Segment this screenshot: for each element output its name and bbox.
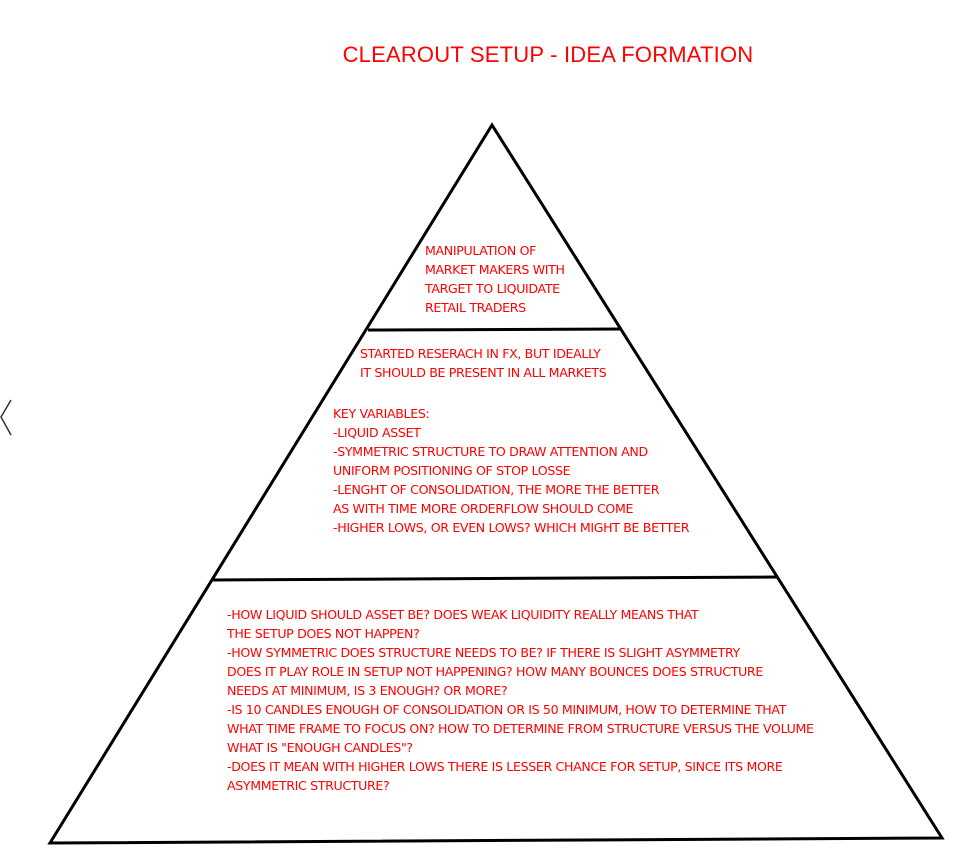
text-line: AS WITH TIME MORE ORDERFLOW SHOULD COME	[333, 501, 634, 516]
tier-top-text: MANIPULATION OF MARKET MAKERS WITH TARGET …	[425, 241, 565, 317]
text-line: -HIGHER LOWS, OR EVEN LOWS? WHICH MIGHT …	[333, 520, 690, 535]
text-line: -HOW SYMMETRIC DOES STRUCTURE NEEDS TO B…	[227, 645, 740, 660]
text-line: UNIFORM POSITIONING OF STOP LOSSE	[333, 463, 571, 478]
text-line: -LIQUID ASSET	[333, 425, 421, 440]
text-line: WHAT IS "ENOUGH CANDLES"?	[227, 740, 413, 755]
tier-divider-bottom	[211, 575, 778, 582]
text-line: RETAIL TRADERS	[425, 300, 526, 315]
text-line: NEEDS AT MINIMUM, IS 3 ENOUGH? OR MORE?	[227, 683, 508, 698]
text-line: -SYMMETRIC STRUCTURE TO DRAW ATTENTION A…	[333, 444, 648, 459]
tier-middle-intro: STARTED RESERACH IN FX, BUT IDEALLY IT SH…	[360, 344, 607, 382]
text-line: -IS 10 CANDLES ENOUGH OF CONSOLIDATION O…	[227, 702, 787, 717]
text-line: TARGET TO LIQUIDATE	[425, 281, 560, 296]
text-line: KEY VARIABLES:	[333, 406, 430, 421]
text-line: MANIPULATION OF	[425, 243, 537, 258]
diagram-title: CLEAROUT SETUP - IDEA FORMATION	[342, 42, 754, 67]
tier-bottom-questions: -HOW LIQUID SHOULD ASSET BE? DOES WEAK L…	[227, 605, 814, 795]
text-line: ASYMMETRIC STRUCTURE?	[227, 778, 390, 793]
text-line: -HOW LIQUID SHOULD ASSET BE? DOES WEAK L…	[227, 607, 699, 622]
text-line: STARTED RESERACH IN FX, BUT IDEALLY	[360, 346, 601, 361]
text-line: DOES IT PLAY ROLE IN SETUP NOT HAPPENING…	[227, 664, 763, 679]
text-line: MARKET MAKERS WITH	[425, 262, 565, 277]
text-line: -LENGHT OF CONSOLIDATION, THE MORE THE B…	[333, 482, 660, 497]
text-line: THE SETUP DOES NOT HAPPEN?	[227, 626, 420, 641]
pyramid-outline	[47, 122, 945, 845]
text-line: WHAT TIME FRAME TO FOCUS ON? HOW TO DETE…	[227, 721, 814, 736]
chevron-left-icon[interactable]	[0, 399, 12, 436]
text-line: -DOES IT MEAN WITH HIGHER LOWS THERE IS …	[227, 759, 783, 774]
tier-divider-top	[367, 327, 623, 332]
text-line: IT SHOULD BE PRESENT IN ALL MARKETS	[360, 365, 607, 380]
tier-middle-variables: KEY VARIABLES: -LIQUID ASSET -SYMMETRIC ST…	[333, 404, 690, 537]
